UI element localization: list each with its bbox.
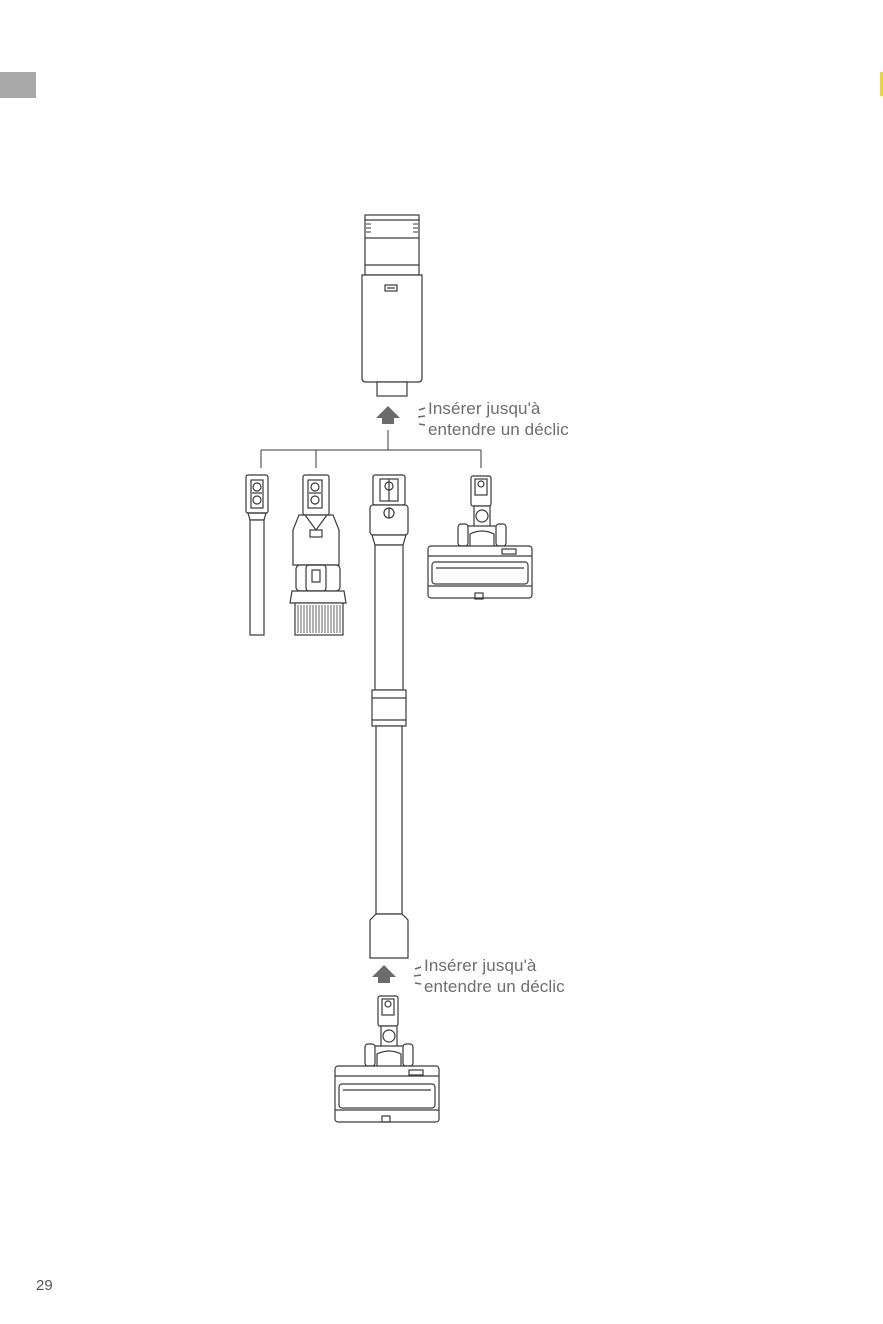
- up-arrow-icon: [376, 406, 400, 424]
- page-number: 29: [36, 1277, 53, 1294]
- callout-line2: entendre un déclic: [428, 419, 569, 440]
- callout-line1: Insérer jusqu'à: [428, 398, 569, 419]
- crevice-tool: [246, 475, 268, 635]
- click-sound-icon: [414, 967, 421, 984]
- main-unit-body: [362, 215, 422, 396]
- dusting-brush: [290, 475, 346, 635]
- callout-line1: Insérer jusqu'à: [424, 955, 565, 976]
- up-arrow-icon: [372, 965, 396, 983]
- callout-insert-top: Insérer jusqu'à entendre un déclic: [428, 398, 569, 440]
- callout-line2: entendre un déclic: [424, 976, 565, 997]
- callout-insert-bottom: Insérer jusqu'à entendre un déclic: [424, 955, 565, 997]
- click-sound-icon: [418, 408, 425, 425]
- floor-head-main: [335, 996, 439, 1122]
- extension-tube: [370, 475, 408, 958]
- floor-head-accessory: [428, 476, 532, 599]
